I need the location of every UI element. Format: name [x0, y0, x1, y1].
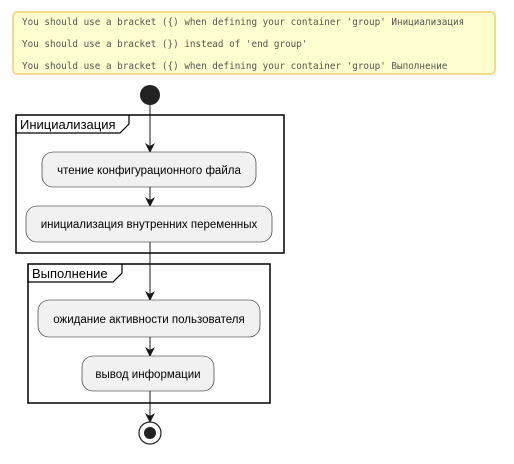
activity-node: [41, 151, 257, 188]
group-label-execution: Выполнение: [32, 266, 108, 281]
group-tab: [15, 115, 130, 134]
warning-line: You should use a bracket (}) instead of …: [22, 39, 308, 50]
activity-node: [25, 205, 273, 243]
activity-node: [37, 299, 261, 338]
start-node: [140, 85, 160, 105]
activity-label: вывод информации: [95, 369, 200, 381]
warning-box: You should use a bracket ({) when defini…: [12, 11, 496, 75]
activity-label: ожидание активности пользователя: [53, 314, 244, 326]
warning-line: You should use a bracket ({) when defini…: [22, 17, 465, 28]
warning-line: You should use a bracket ({) when defini…: [22, 61, 448, 72]
activity-label: чтение конфигурационного файла: [57, 165, 241, 177]
group-label-initialization: Инициализация: [20, 117, 116, 132]
end-node: [138, 421, 162, 445]
group-frame: [27, 263, 271, 404]
activity-node: [81, 355, 215, 392]
activity-label: инициализация внутренних переменных: [41, 219, 258, 231]
group-tab: [27, 264, 123, 283]
